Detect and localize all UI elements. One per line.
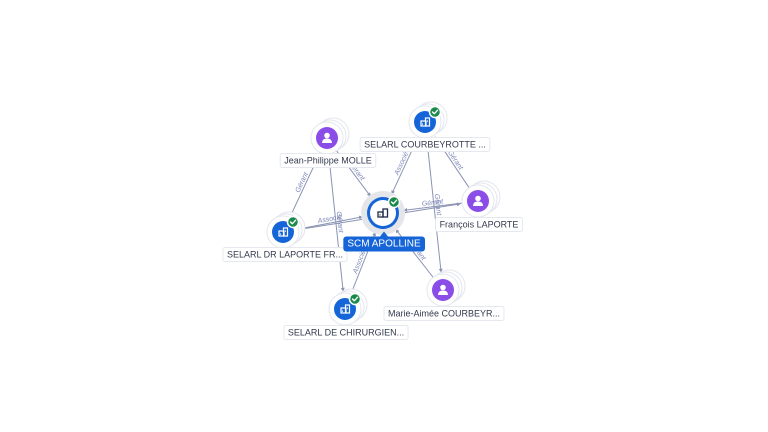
edge-line [403, 202, 463, 212]
label-background [383, 306, 505, 321]
node-label[interactable]: François LAPORTE [435, 217, 523, 232]
label-pointer [380, 231, 388, 237]
center-node-label[interactable]: SCM APOLLINE [343, 231, 426, 252]
node-label[interactable]: Jean-Philippe MOLLE [279, 153, 377, 168]
building-icon [377, 208, 389, 218]
edge-label: Gérant [446, 150, 464, 173]
node-francois-laporte[interactable]: François LAPORTE [435, 180, 523, 232]
verified-badge-icon [286, 215, 300, 229]
person-icon [322, 132, 332, 143]
node-selarl-de-chirurgien[interactable]: SELARL DE CHIRURGIEN... [283, 288, 409, 340]
edge-label: Associé [352, 249, 368, 275]
label-background [283, 325, 409, 340]
label-text: SCM APOLLINE [347, 239, 421, 250]
label-text: Jean-Philippe MOLLE [284, 156, 372, 166]
node-label[interactable]: SELARL DR LAPORTE FR... [222, 247, 348, 262]
node-label[interactable]: SELARL COURBEYROTTE ... [359, 137, 491, 152]
label-text: SELARL COURBEYROTTE ... [364, 140, 486, 150]
building-icon [278, 227, 289, 237]
node-jean-philippe-molle[interactable]: Jean-Philippe MOLLE [279, 117, 377, 168]
label-text: Marie-Aimée COURBEYR... [388, 309, 500, 319]
edge-label: Associé [316, 214, 342, 226]
verified-badge-icon [387, 195, 401, 209]
person-icon [438, 284, 448, 295]
edge-label: Gérant [335, 211, 344, 234]
edge-line [328, 153, 345, 292]
node-selarl-dr-laporte[interactable]: SELARL DR LAPORTE FR... [222, 211, 348, 262]
node-label[interactable]: SELARL DE CHIRURGIEN... [283, 325, 409, 340]
label-background [222, 247, 348, 262]
edge-label: Gérant [433, 194, 442, 217]
verified-badge-icon [348, 292, 362, 306]
edge-selarl-dr-laporte-to-center: Associé [298, 214, 364, 230]
label-text: SELARL DR LAPORTE FR... [227, 250, 343, 260]
building-icon [340, 304, 351, 314]
center-node[interactable]: SCM APOLLINE [343, 191, 426, 252]
node-selarl-courbeyrotte[interactable]: SELARL COURBEYROTTE ... [359, 101, 491, 152]
edge-jean-philippe-molle-to-selarl-de-chirurgien: Gérant [328, 153, 345, 292]
verified-badge-icon [428, 105, 442, 119]
edge-line [426, 137, 443, 273]
edge-label: Gérant [421, 198, 444, 208]
node-label[interactable]: Marie-Aimée COURBEYR... [383, 306, 505, 321]
label-text: François LAPORTE [440, 220, 519, 230]
label-background [359, 137, 491, 152]
edge-francois-laporte-to-center: Gérant [403, 198, 463, 212]
label-background [435, 217, 523, 232]
node-marie-aimee-courbeyr[interactable]: Marie-Aimée COURBEYR... [383, 269, 505, 321]
edge-selarl-courbeyrotte-to-marie-aimee-courbeyr: Gérant [426, 137, 443, 273]
nodes-layer: SELARL COURBEYROTTE ... Jean-Philippe MOL… [222, 101, 523, 340]
edge-label: Gérant [295, 170, 311, 193]
label-background [343, 236, 426, 252]
label-background [279, 153, 377, 168]
person-icon [473, 195, 483, 206]
label-text: SELARL DE CHIRURGIEN... [288, 328, 404, 338]
building-icon [420, 117, 431, 127]
edge-line [298, 215, 364, 230]
